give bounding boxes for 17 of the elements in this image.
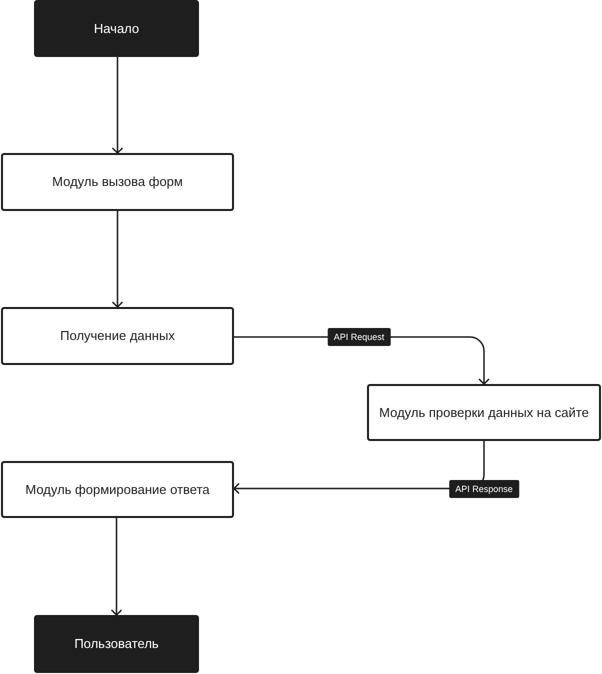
process-box (367, 384, 601, 441)
process-box (1, 461, 234, 518)
node-label: Модуль вызова форм (52, 173, 183, 192)
node-label: Получение данных (60, 327, 175, 346)
arrow (112, 57, 124, 154)
terminal-box (34, 615, 199, 673)
process-box (1, 153, 234, 211)
terminal-box (34, 0, 199, 57)
node-label: Модуль формирование ответа (25, 480, 210, 499)
arrow (110, 518, 122, 616)
arrow (112, 211, 124, 308)
node-label: Пользователь (74, 635, 159, 654)
node-label: Модуль проверки данных на сайте (379, 404, 589, 422)
process-box (1, 307, 234, 365)
edge-label: API Request (328, 328, 390, 346)
node-label: Начало (94, 20, 140, 38)
edge-label: API Response (449, 480, 519, 498)
